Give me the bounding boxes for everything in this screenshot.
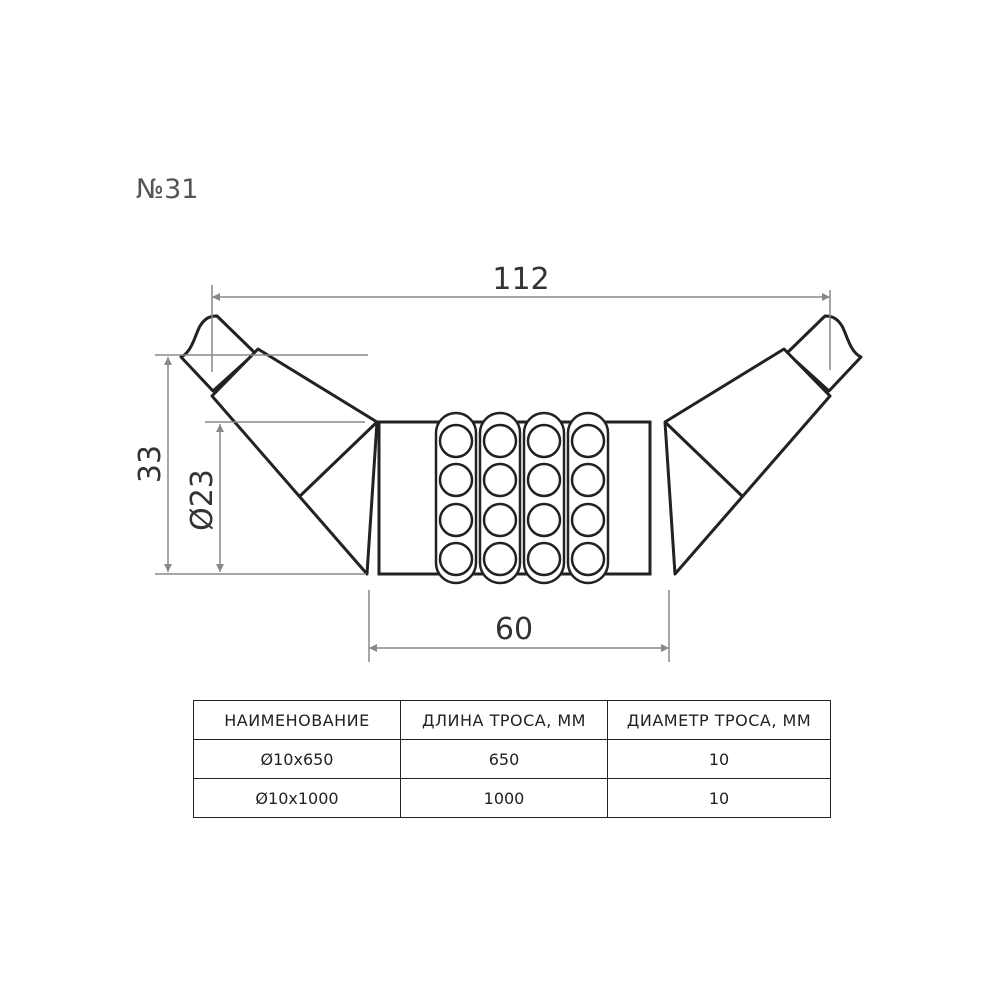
roller-ball [570, 423, 606, 459]
roller-pill [566, 411, 610, 585]
table-row: Ø10x1000 1000 10 [193, 778, 831, 818]
left-wing [179, 314, 379, 576]
roller-ball [438, 502, 474, 538]
header-cable-diameter: ДИАМЕТР ТРОСА, ММ [607, 700, 831, 740]
roller-pill [434, 411, 478, 585]
cell-diameter: 10 [607, 739, 831, 779]
cell-name: Ø10x650 [193, 739, 401, 779]
cell-diameter: 10 [607, 778, 831, 818]
cell-length: 1000 [400, 778, 608, 818]
roller-ball [438, 462, 474, 498]
roller-ball [526, 462, 562, 498]
header-name: НАИМЕНОВАНИЕ [193, 700, 401, 740]
table-row: Ø10x650 650 10 [193, 739, 831, 779]
roller-ball [482, 462, 518, 498]
roller-ball [438, 541, 474, 577]
dimension-lines [155, 285, 831, 662]
header-cable-length: ДЛИНА ТРОСА, ММ [400, 700, 608, 740]
roller-ball [570, 502, 606, 538]
roller-ball [482, 541, 518, 577]
roller-ball [526, 502, 562, 538]
dimension-diameter: Ø23 [185, 469, 220, 531]
dimension-overall-width: 112 [492, 262, 549, 297]
roller-ball [482, 423, 518, 459]
roller-pill [522, 411, 566, 585]
roller-ball [482, 502, 518, 538]
roller-ball [526, 541, 562, 577]
roller-ball [570, 462, 606, 498]
right-wing [663, 314, 863, 576]
roller-pill [478, 411, 522, 585]
drawing-number: №31 [136, 174, 199, 205]
table-header-row: НАИМЕНОВАНИЕ ДЛИНА ТРОСА, ММ ДИАМЕТР ТРО… [193, 700, 831, 740]
cell-name: Ø10x1000 [193, 778, 401, 818]
roller-ball [570, 541, 606, 577]
roller-ball [438, 423, 474, 459]
roller-group [434, 411, 610, 585]
dimension-height: 33 [133, 445, 168, 483]
specification-table: НАИМЕНОВАНИЕ ДЛИНА ТРОСА, ММ ДИАМЕТР ТРО… [193, 700, 831, 818]
roller-ball [526, 423, 562, 459]
cell-length: 650 [400, 739, 608, 779]
dimension-body-width: 60 [495, 612, 533, 647]
